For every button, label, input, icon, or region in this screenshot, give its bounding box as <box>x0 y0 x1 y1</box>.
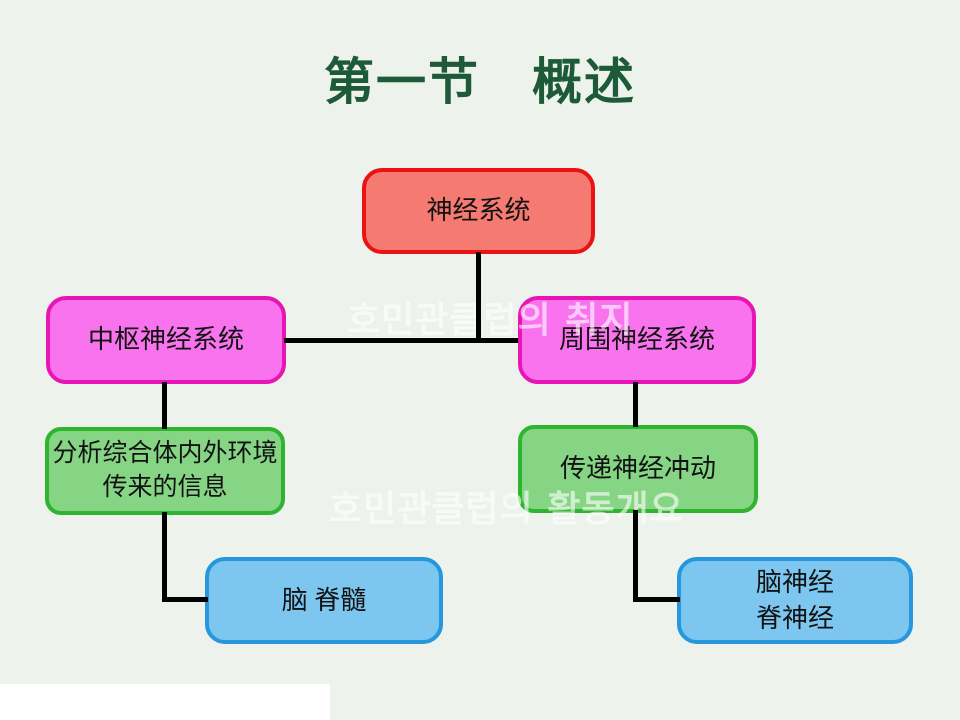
connector-pns-function-elbow-horizontal <box>633 597 680 602</box>
watermark-text-2: 호민관클럽의 활동개요 <box>329 489 684 530</box>
connector-pns-function-elbow-vertical <box>633 510 638 602</box>
watermark-text-1: 호민관클럽의 취지 <box>347 300 634 341</box>
node-nervous-system-label: 神经系统 <box>426 196 531 226</box>
node-cns-function: 分析综合体内外环境 传来的信息 <box>45 427 285 515</box>
bottom-left-white-strip <box>0 684 330 720</box>
connector-pns-to-function <box>633 382 638 427</box>
connector-cns-function-elbow-horizontal <box>162 597 208 602</box>
page-title: 第一节 概述 <box>324 54 636 110</box>
connector-root-stem <box>476 252 481 342</box>
connector-split-horizontal <box>284 338 518 343</box>
node-central-nervous-system: 中枢神经系统 <box>46 296 286 384</box>
node-pns-function: 传递神经冲动 <box>518 425 758 513</box>
node-peripheral-nervous-system-label: 周围神经系统 <box>558 325 715 355</box>
node-pns-parts: 脑神经 脊神经 <box>677 557 913 644</box>
node-central-nervous-system-label: 中枢神经系统 <box>87 325 244 355</box>
connector-cns-to-function <box>162 382 167 429</box>
node-cns-parts: 脑 脊髓 <box>205 557 443 644</box>
node-cns-function-label: 分析综合体内外环境 传来的信息 <box>52 440 278 501</box>
node-cns-parts-label: 脑 脊髓 <box>281 585 367 615</box>
node-pns-parts-label: 脑神经 脊神经 <box>755 568 834 633</box>
node-nervous-system: 神经系统 <box>362 168 595 254</box>
node-peripheral-nervous-system: 周围神经系统 <box>518 296 756 384</box>
node-pns-function-label: 传递神经冲动 <box>559 454 716 484</box>
connector-cns-function-elbow-vertical <box>162 512 167 602</box>
